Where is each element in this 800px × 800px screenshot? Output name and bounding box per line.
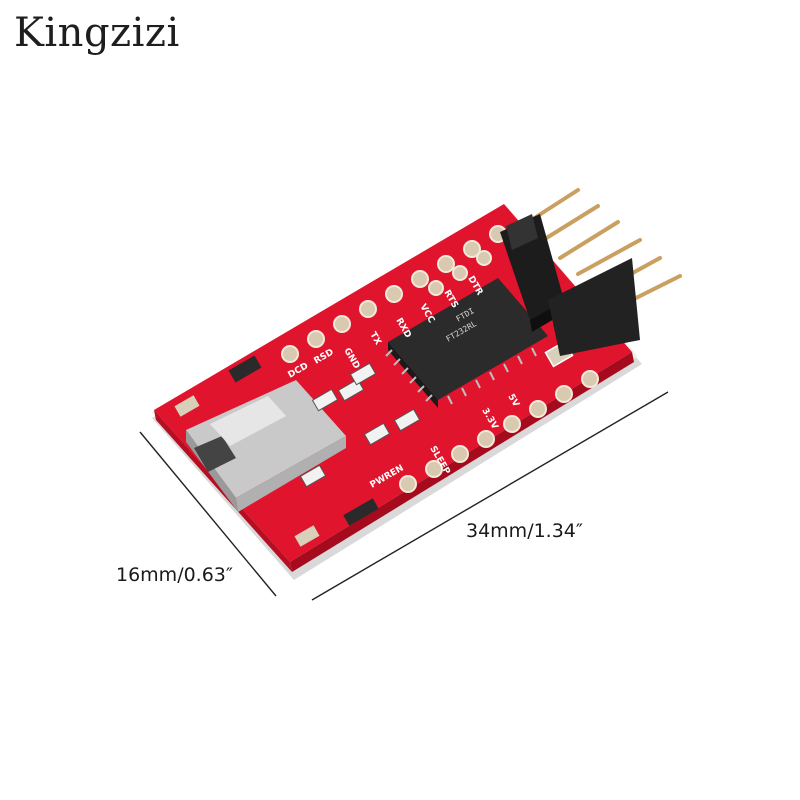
bottom-pin-pads <box>399 370 599 493</box>
pin-header-icon <box>500 188 682 356</box>
length-dimension-label: 34mm/1.34″ <box>466 520 583 542</box>
top-pin-pads <box>281 225 507 363</box>
ic-chip-icon <box>385 278 548 408</box>
width-dimension-label: 16mm/0.63″ <box>116 564 233 586</box>
brand-logo-text: Kingzizi <box>14 10 180 56</box>
length-dimension-line <box>311 391 669 601</box>
width-dimension-line <box>139 431 277 597</box>
smd-components <box>174 355 421 547</box>
mini-usb-connector-icon <box>186 380 346 512</box>
